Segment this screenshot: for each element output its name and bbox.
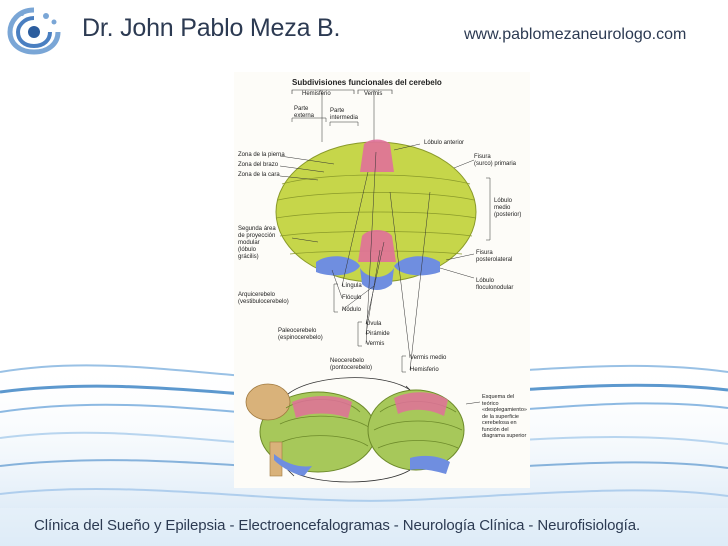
label-lobulo-anterior: Lóbulo anterior [424, 140, 465, 146]
label-vermis-medio: Vermis medio [410, 355, 447, 361]
label-esquema: Esquema del teórico «desplegamiento» de … [482, 394, 527, 439]
label-vermis-top: Vermis [364, 91, 383, 97]
label-arquicerebelo: Arquicerebelo (vestibulocerebelo) [238, 292, 289, 305]
label-segunda-area: Segunda área de proyección modular (lóbu… [238, 226, 276, 260]
label-hemisferio-top: Hemisferio [302, 91, 331, 97]
label-hemisferio-bottom: Hemisferio [410, 367, 439, 373]
label-zona-cara: Zona de la cara [238, 172, 280, 178]
figure-title: Subdivisiones funcionales del cerebelo [292, 78, 442, 87]
cerebellum-figure: Subdivisiones funcionales del cerebelo H… [234, 72, 530, 488]
label-piramide: Pirámide [366, 331, 390, 337]
label-zona-brazo: Zona del brazo [238, 162, 279, 168]
label-lingula: Língula [342, 283, 362, 289]
logo-icon [7, 7, 61, 55]
footer-services: Clínica del Sueño y Epilepsia - Electroe… [34, 517, 641, 534]
cerebellum-diagram [245, 89, 491, 483]
label-fisura-primaria: Fisura (surco) primaria [474, 154, 517, 167]
label-floculo: Flóculo [342, 295, 362, 301]
label-nodulo: Nódulo [342, 307, 362, 313]
label-uvula: Úvula [366, 321, 382, 327]
label-lobulo-floculonodular: Lóbulo floculonodular [476, 278, 514, 291]
website-link[interactable]: www.pablomezaneurologo.com [464, 26, 687, 43]
doctor-name: Dr. John Pablo Meza B. [82, 14, 341, 42]
label-parte-intermedia: Parte intermedia [330, 108, 359, 121]
label-vermis-mid: Vermis [366, 341, 385, 347]
label-neocerebelo: Neocerebelo (pontocerebelo) [330, 358, 373, 371]
label-parte-externa: Parte externa [294, 106, 315, 119]
label-fisura-posterolateral: Fisura posterolateral [476, 250, 513, 263]
label-lobulo-medio: Lóbulo medio (posterior) [494, 198, 522, 218]
label-paleocerebelo: Paleocerebelo (espinocerebelo) [278, 328, 323, 341]
label-zona-pierna: Zona de la pierna [238, 152, 285, 158]
